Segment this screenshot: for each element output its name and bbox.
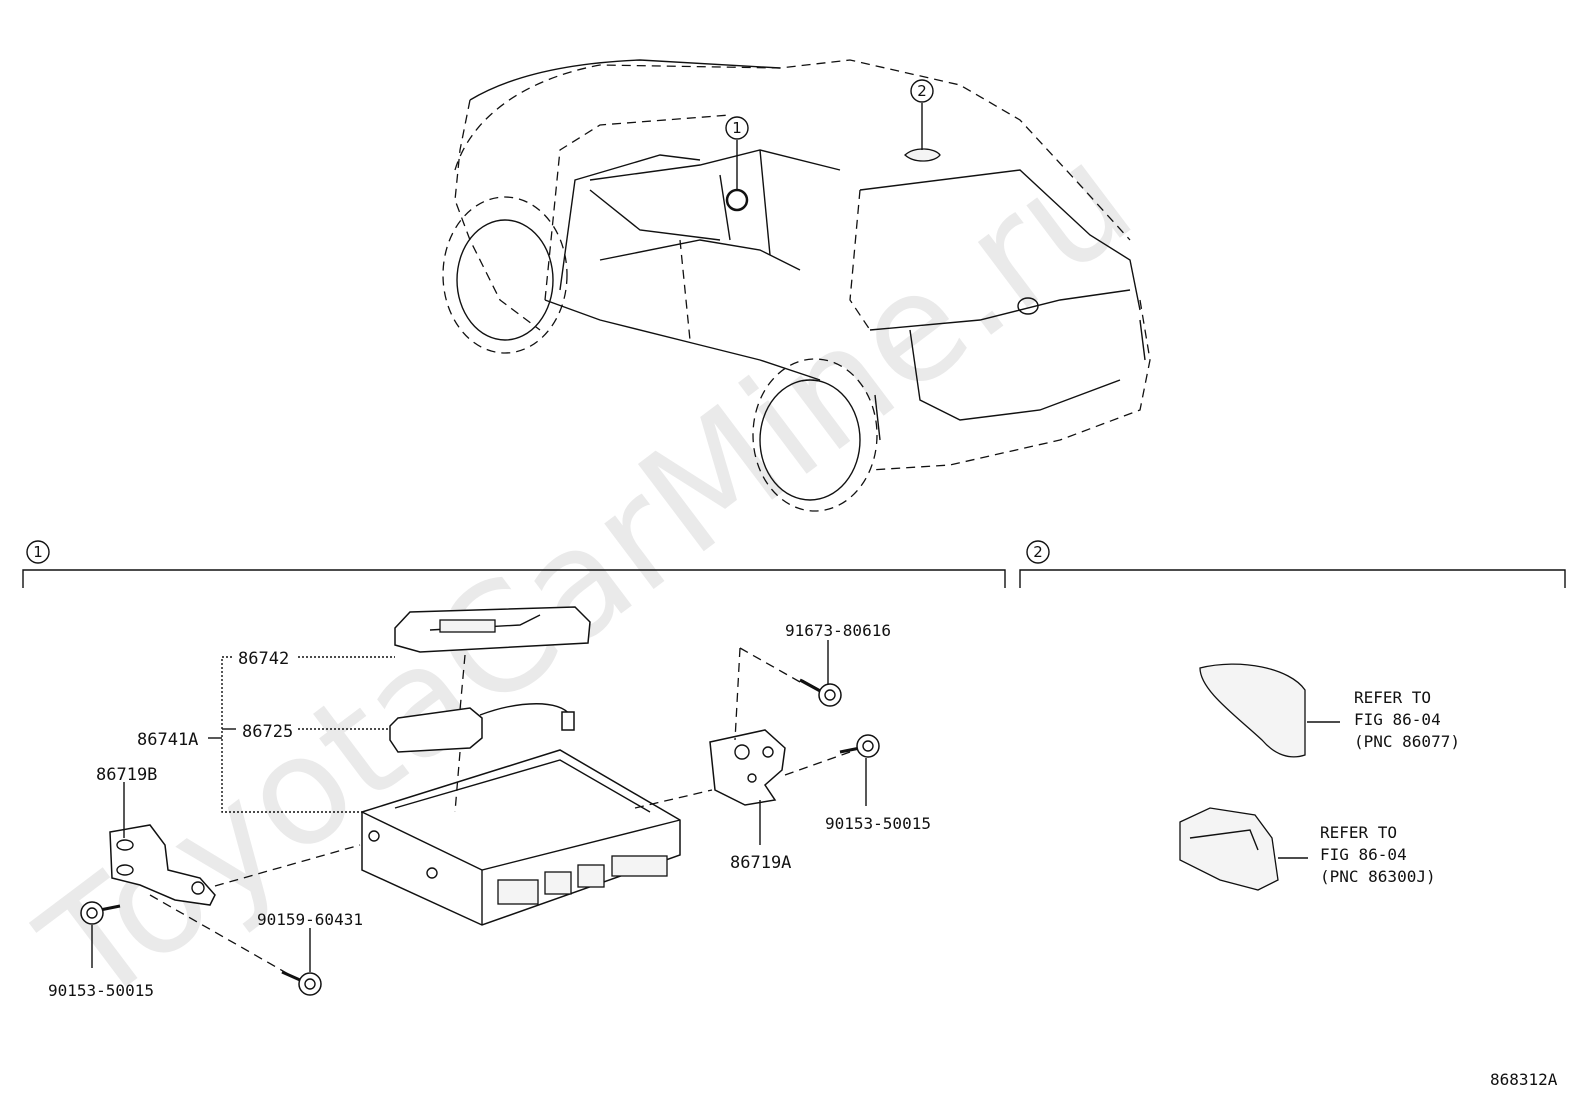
label-90153-50015-right: 90153-50015 xyxy=(825,814,931,833)
part-86725-cell xyxy=(389,703,575,753)
callout-2-top-label: 2 xyxy=(917,82,927,100)
callout-1-top: 1 xyxy=(725,116,749,140)
refer-note-86077-line2: FIG 86-04 xyxy=(1354,710,1441,729)
vehicle-illustration xyxy=(442,59,1151,512)
section-1-bracket: 1 xyxy=(22,540,1006,588)
label-86719B: 86719B xyxy=(96,765,157,785)
label-86741A: 86741A xyxy=(137,730,198,750)
bolt-91673-80616 xyxy=(799,678,842,707)
callout-2-top: 2 xyxy=(910,79,934,103)
screw-90159-60431 xyxy=(281,970,322,996)
figure-code: 868312A xyxy=(1490,1070,1558,1089)
label-86719A: 86719A xyxy=(730,853,791,873)
section-2-bracket: 2 xyxy=(1019,540,1566,588)
leader-lines xyxy=(91,640,867,972)
bolt-90153-50015-left xyxy=(80,901,121,925)
refer-note-86300J-line1: REFER TO xyxy=(1320,823,1397,842)
callout-1-top-label: 1 xyxy=(732,119,742,137)
refer-note-86077: REFER TO FIG 86-04 (PNC 86077) xyxy=(1354,688,1460,751)
part-86719A-bracket xyxy=(709,729,786,806)
section-2-callout-label: 2 xyxy=(1033,543,1043,561)
part-antenna-amplifier xyxy=(1179,807,1308,891)
refer-note-86300J-line3: (PNC 86300J) xyxy=(1320,867,1436,886)
refer-note-86300J: REFER TO FIG 86-04 (PNC 86300J) xyxy=(1320,823,1436,886)
refer-note-86300J-line2: FIG 86-04 xyxy=(1320,845,1407,864)
refer-note-86077-line1: REFER TO xyxy=(1354,688,1431,707)
label-86742: 86742 xyxy=(238,649,289,669)
refer-note-86077-line3: (PNC 86077) xyxy=(1354,732,1460,751)
label-91673-80616: 91673-80616 xyxy=(785,621,891,640)
label-90153-50015-left: 90153-50015 xyxy=(48,981,154,1000)
part-86741A-module xyxy=(361,749,681,926)
section-1-callout-label: 1 xyxy=(33,543,43,561)
assembly-dash-lines xyxy=(149,647,851,976)
part-86719B-bracket xyxy=(109,824,216,906)
part-shark-fin-antenna xyxy=(1199,663,1340,758)
part-86742-cover xyxy=(394,606,591,653)
label-90159-60431: 90159-60431 xyxy=(257,910,363,929)
bolt-90153-50015-right xyxy=(839,734,880,758)
label-86725: 86725 xyxy=(242,722,293,742)
